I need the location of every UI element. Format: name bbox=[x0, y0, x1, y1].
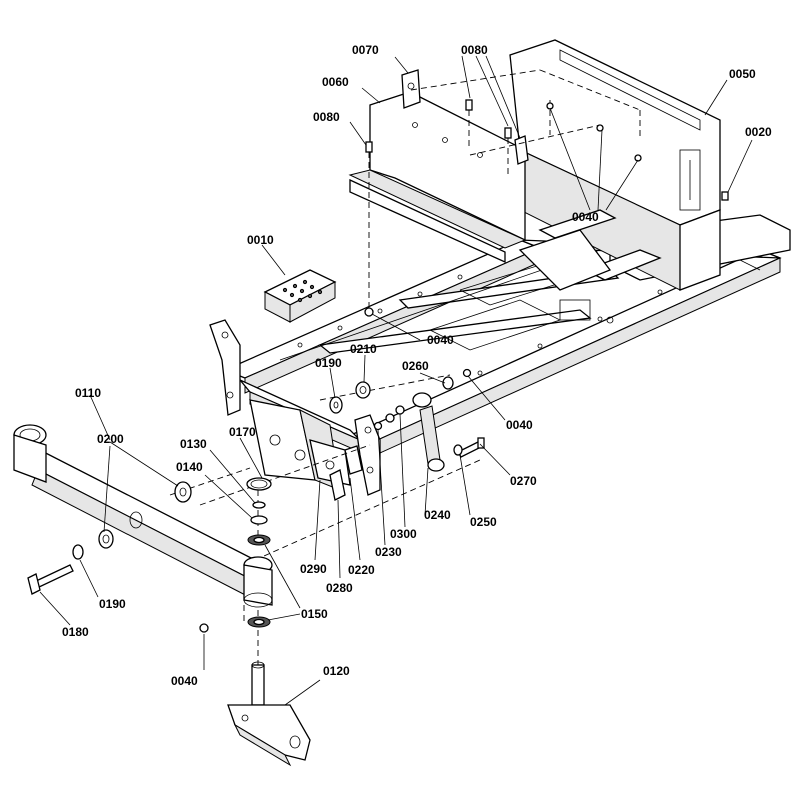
callout-0080-top: 0080 bbox=[461, 43, 488, 57]
leader-lines bbox=[39, 55, 753, 706]
callout-0050: 0050 bbox=[729, 67, 756, 81]
callout-0120: 0120 bbox=[323, 664, 350, 678]
callout-0150: 0150 bbox=[301, 607, 328, 621]
callout-0110: 0110 bbox=[75, 386, 102, 400]
callout-0290: 0290 bbox=[300, 562, 327, 576]
callout-0220: 0220 bbox=[348, 563, 375, 577]
callout-0170: 0170 bbox=[229, 425, 256, 439]
callout-0080-left: 0080 bbox=[313, 110, 340, 124]
callout-0140: 0140 bbox=[176, 460, 203, 474]
callout-0040-mid: 0040 bbox=[427, 333, 454, 347]
callout-0130: 0130 bbox=[180, 437, 207, 451]
callout-0060: 0060 bbox=[322, 75, 349, 89]
callout-0040-right: 0040 bbox=[506, 418, 533, 432]
callout-0270: 0270 bbox=[510, 474, 537, 488]
callout-0200: 0200 bbox=[97, 432, 124, 446]
callout-0210: 0210 bbox=[350, 342, 377, 356]
callout-0180: 0180 bbox=[62, 625, 89, 639]
callout-0040-rear: 0040 bbox=[572, 210, 599, 224]
callout-0250: 0250 bbox=[470, 515, 497, 529]
front-brackets bbox=[209, 319, 381, 501]
control-panel bbox=[263, 269, 337, 323]
small-hardware bbox=[199, 102, 729, 633]
callout-0070: 0070 bbox=[352, 43, 379, 57]
steering-cylinder bbox=[373, 392, 445, 472]
rear-panel bbox=[348, 91, 527, 264]
seat-box bbox=[509, 39, 721, 324]
spindle-stack bbox=[246, 477, 272, 628]
callout-0230: 0230 bbox=[375, 545, 402, 559]
pivot-bushings bbox=[27, 481, 192, 595]
callout-0240: 0240 bbox=[424, 508, 451, 522]
callout-0260: 0260 bbox=[402, 359, 429, 373]
callout-0190-lower: 0190 bbox=[99, 597, 126, 611]
callout-0010: 0010 bbox=[247, 233, 274, 247]
callout-0040-bottom: 0040 bbox=[171, 674, 198, 688]
callout-0020: 0020 bbox=[745, 125, 772, 139]
caster-fork bbox=[227, 661, 311, 767]
callout-0300: 0300 bbox=[390, 527, 417, 541]
bracket-0070 bbox=[401, 69, 421, 109]
front-axle bbox=[13, 424, 273, 608]
callout-0190-upper: 0190 bbox=[315, 356, 342, 370]
callout-0280: 0280 bbox=[326, 581, 353, 595]
